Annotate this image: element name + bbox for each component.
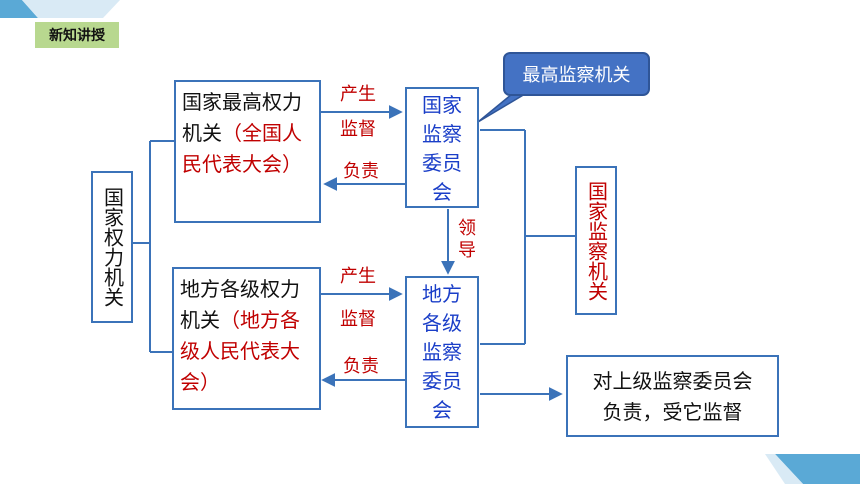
national-commission-label: 国家监察委员会 xyxy=(422,93,462,204)
local-power-subtitle: （地方各级人民代表大会） xyxy=(180,308,300,394)
edge-label-responsible-top: 负责 xyxy=(343,161,379,182)
supervisory-organs-label: 国家监察机关 xyxy=(584,180,609,301)
state-power-label: 国家权力机关 xyxy=(100,187,125,307)
national-commission-box: 国家监察委员会 xyxy=(405,87,479,208)
edge-label-produce-bottom: 产生 xyxy=(340,266,376,287)
local-commission-label: 地方各级监察委员会 xyxy=(422,282,462,422)
local-power-label: 地方各级权力机关 xyxy=(180,277,300,332)
accountable-box: 对上级监察委员会负责，受它监督 xyxy=(566,355,779,437)
top-left-decoration xyxy=(0,0,120,18)
callout-bubble: 最高监察机关 xyxy=(503,52,650,96)
edge-label-supervise-top: 监督 xyxy=(340,119,376,140)
bottom-right-decoration xyxy=(765,454,860,484)
local-power-box: 地方各级权力机关（地方各级人民代表大会） xyxy=(172,267,321,410)
edge-label-responsible-bottom: 负责 xyxy=(343,356,379,377)
npc-label: 国家最高权力机关 xyxy=(182,90,302,145)
section-tag: 新知讲授 xyxy=(35,22,119,48)
edge-label-supervise-bottom: 监督 xyxy=(340,309,376,330)
npc-subtitle: （全国人民代表大会） xyxy=(182,121,302,176)
edge-label-lead: 领导 xyxy=(458,218,476,261)
npc-box: 国家最高权力机关（全国人民代表大会） xyxy=(174,80,321,223)
supervisory-organs-box: 国家监察机关 xyxy=(575,166,617,315)
state-power-box: 国家权力机关 xyxy=(91,171,133,323)
accountable-label: 对上级监察委员会负责，受它监督 xyxy=(592,369,753,424)
local-commission-box: 地方各级监察委员会 xyxy=(405,276,479,428)
edge-label-produce-top: 产生 xyxy=(340,84,376,105)
